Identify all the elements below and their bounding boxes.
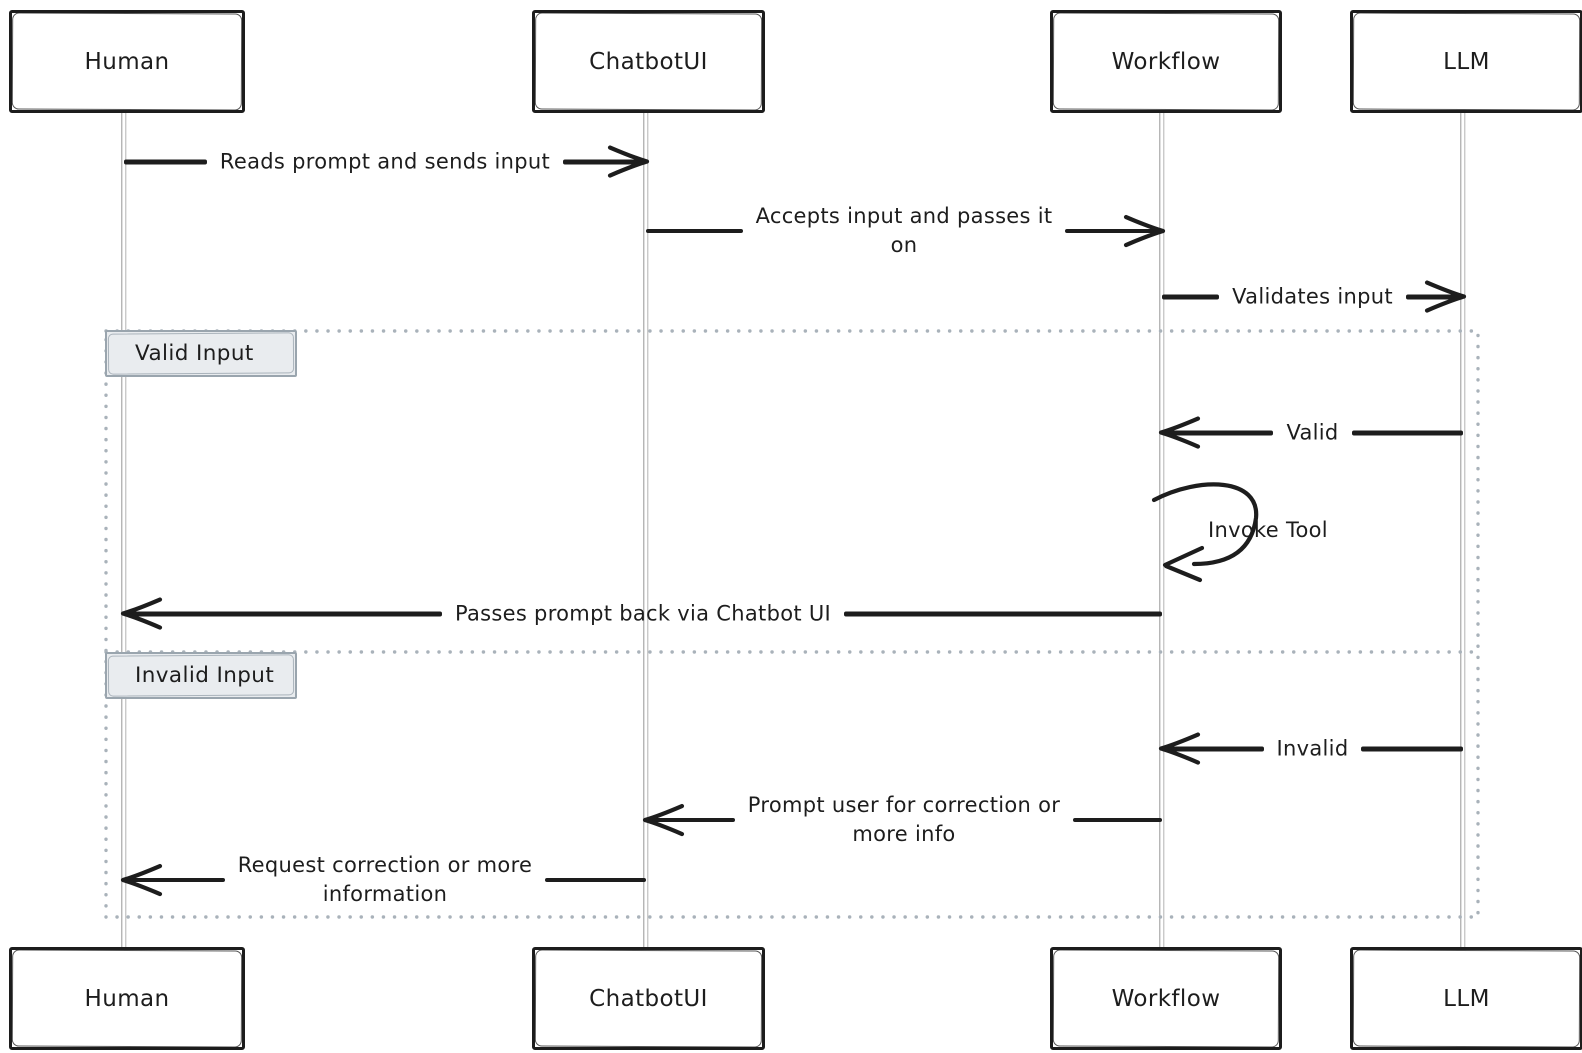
message-line bbox=[1162, 746, 1264, 752]
message-line bbox=[1065, 228, 1162, 234]
message-accepts-input: Accepts input and passes it on bbox=[646, 202, 1166, 260]
message-label: Invalid bbox=[1276, 736, 1349, 761]
actor-box-llm-top: LLM bbox=[1350, 10, 1582, 113]
message-reads-prompt: Reads prompt and sends input bbox=[124, 145, 650, 179]
lifeline-chatbotui bbox=[643, 107, 649, 947]
message-line bbox=[545, 877, 646, 883]
message-valid: Valid bbox=[1158, 416, 1463, 450]
message-line bbox=[124, 159, 207, 165]
message-line bbox=[646, 817, 735, 823]
message-line bbox=[1351, 430, 1463, 436]
alt-frame-border bbox=[104, 329, 1480, 919]
message-label: Passes prompt back via Chatbot UI bbox=[454, 601, 832, 626]
actor-label: Human bbox=[84, 985, 170, 1012]
message-invoke-tool: Invoke Tool bbox=[1208, 518, 1328, 542]
actor-label: Workflow bbox=[1111, 48, 1221, 75]
arrow-right-icon bbox=[1424, 280, 1467, 314]
message-line bbox=[124, 611, 442, 617]
message-label: Valid bbox=[1286, 420, 1339, 445]
actor-label: ChatbotUI bbox=[589, 985, 708, 1012]
message-label: Reads prompt and sends input bbox=[219, 149, 551, 174]
message-line bbox=[1405, 294, 1463, 300]
actor-label: LLM bbox=[1443, 985, 1490, 1012]
message-label: Accepts input and passes it on bbox=[755, 204, 1053, 257]
arrow-right-icon bbox=[607, 145, 650, 179]
actor-box-human-bottom: Human bbox=[9, 947, 245, 1050]
arrow-left-icon bbox=[1162, 545, 1205, 583]
frame-label-invalid-input: Invalid Input bbox=[105, 652, 297, 699]
message-passes-prompt-back: Passes prompt back via Chatbot UI bbox=[120, 597, 1162, 631]
message-line bbox=[1361, 746, 1463, 752]
message-line bbox=[1162, 430, 1274, 436]
message-line bbox=[844, 611, 1162, 617]
message-label: Prompt user for correction or more info bbox=[747, 793, 1061, 846]
actor-label: LLM bbox=[1443, 48, 1490, 75]
lifeline-llm bbox=[1460, 107, 1466, 947]
message-label: Validates input bbox=[1232, 284, 1393, 309]
arrow-left-icon bbox=[1158, 416, 1201, 450]
message-label: Request correction or more information bbox=[237, 853, 533, 906]
arrow-left-icon bbox=[120, 597, 163, 631]
message-request-correction: Request correction or more information bbox=[120, 851, 646, 909]
actor-label: Workflow bbox=[1111, 985, 1221, 1012]
frame-label-text: Valid Input bbox=[135, 341, 254, 366]
actor-label: ChatbotUI bbox=[589, 48, 708, 75]
actor-label: Human bbox=[84, 48, 170, 75]
arrow-left-icon bbox=[1158, 732, 1201, 766]
actor-box-workflow-top: Workflow bbox=[1050, 10, 1282, 113]
lifeline-human bbox=[121, 107, 127, 947]
arrow-left-icon bbox=[642, 803, 685, 837]
actor-box-human-top: Human bbox=[9, 10, 245, 113]
message-prompt-user-correction: Prompt user for correction or more info bbox=[642, 791, 1162, 849]
message-validates-input: Validates input bbox=[1162, 280, 1467, 314]
arrow-left-icon bbox=[120, 863, 163, 897]
message-line bbox=[646, 228, 743, 234]
frame-label-text: Invalid Input bbox=[135, 663, 275, 688]
message-line bbox=[563, 159, 646, 165]
lifeline-workflow bbox=[1159, 107, 1165, 947]
actor-box-chatbotui-bottom: ChatbotUI bbox=[532, 947, 765, 1050]
arrow-right-icon bbox=[1123, 214, 1166, 248]
actor-box-llm-bottom: LLM bbox=[1350, 947, 1582, 1050]
message-line bbox=[124, 877, 225, 883]
actor-box-workflow-bottom: Workflow bbox=[1050, 947, 1282, 1050]
message-invalid: Invalid bbox=[1158, 732, 1463, 766]
message-line bbox=[1162, 294, 1220, 300]
message-line bbox=[1073, 817, 1162, 823]
frame-label-valid-input: Valid Input bbox=[105, 330, 297, 377]
self-loop-arrow bbox=[1151, 482, 1259, 583]
actor-box-chatbotui-top: ChatbotUI bbox=[532, 10, 765, 113]
